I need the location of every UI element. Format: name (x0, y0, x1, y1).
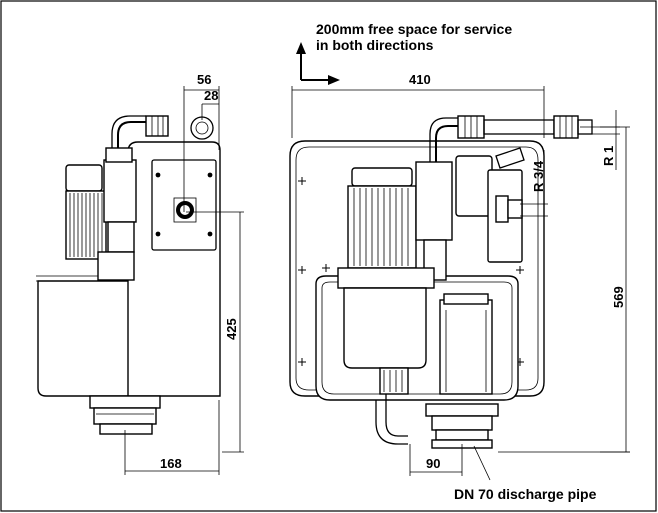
dim-r-3-4: R 3/4 (531, 160, 546, 192)
dim-28: 28 (204, 88, 218, 103)
side-view-dimensions (124, 86, 244, 475)
dim-r-1: R 1 (601, 146, 616, 166)
discharge-pipe-label: DN 70 discharge pipe (454, 486, 597, 502)
front-view-dimensions (291, 86, 630, 481)
dim-56: 56 (197, 72, 211, 87)
dim-90: 90 (426, 456, 440, 471)
front-view (289, 115, 593, 449)
dim-569: 569 (611, 286, 626, 308)
service-note-line1: 200mm free space for service (316, 21, 512, 37)
service-note-line2: in both directions (316, 37, 434, 53)
dim-168: 168 (160, 456, 182, 471)
service-arrows-icon (296, 42, 340, 85)
side-view (36, 115, 221, 435)
dim-425: 425 (224, 318, 239, 340)
dim-410: 410 (409, 72, 431, 87)
